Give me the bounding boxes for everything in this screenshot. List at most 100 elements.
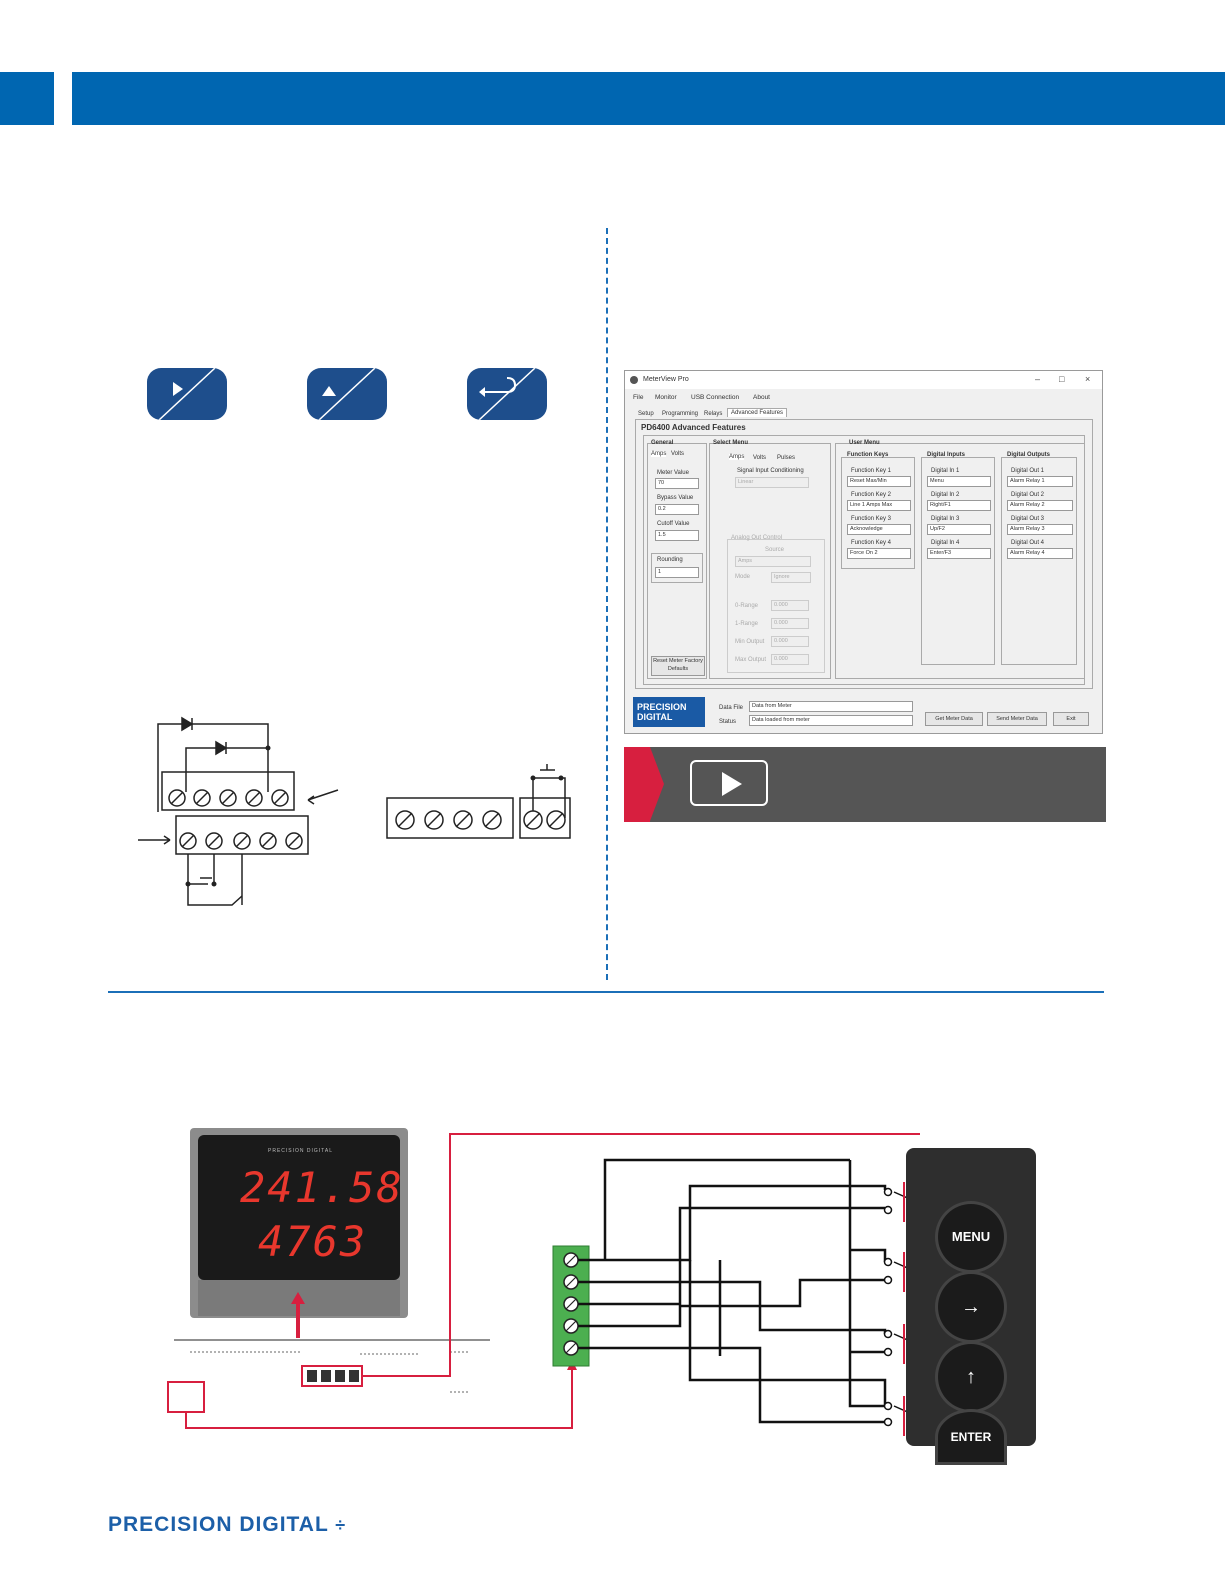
tab-advanced-features[interactable]: Advanced Features <box>727 408 788 417</box>
up-arrow-pushbutton-icon: ↑ <box>938 1344 1004 1410</box>
analog-row-field[interactable]: 0.000 <box>771 636 809 647</box>
select-menu-group <box>709 443 831 679</box>
footer-brand: PRECISION DIGITAL ÷ <box>108 1513 346 1537</box>
analog-row-field[interactable]: 0.000 <box>771 600 809 611</box>
section-divider <box>108 991 1104 993</box>
exit-button[interactable]: Exit <box>1053 712 1089 726</box>
function-key-select[interactable]: Acknowledge <box>847 524 911 535</box>
general-tab-amps[interactable]: Amps <box>651 451 667 457</box>
analog-row-label: 1-Range <box>735 621 759 627</box>
title-bar: MeterView Pro – □ × <box>625 371 1102 389</box>
signal-input-label: Signal Input Conditioning <box>737 468 804 474</box>
bypass-value-field[interactable]: 0.2 <box>655 504 699 515</box>
function-key-label: Function Key 3 <box>851 516 892 522</box>
logo-line-2: DIGITAL <box>637 712 673 722</box>
function-key-select[interactable]: Line 1 Amps Max <box>847 500 911 511</box>
analog-row-field[interactable]: 0.000 <box>771 618 809 629</box>
minimize-icon[interactable]: – <box>1035 374 1041 384</box>
video-banner[interactable] <box>624 747 1106 822</box>
digital-in-select[interactable]: Right/F1 <box>927 500 991 511</box>
function-key-select[interactable]: Reset Max/Min <box>847 476 911 487</box>
rounding-label: Rounding <box>657 557 683 563</box>
menu-file[interactable]: File <box>633 394 644 401</box>
cutoff-value-field[interactable]: 1.5 <box>655 530 699 541</box>
general-label: General <box>651 440 674 446</box>
close-icon[interactable]: × <box>1085 374 1091 384</box>
app-icon <box>630 376 638 384</box>
meter-value-field[interactable]: 70 <box>655 478 699 489</box>
pushbutton-station: MENU → ↑ ENTER <box>906 1148 1036 1462</box>
digital-in-label: Digital In 2 <box>931 492 960 498</box>
play-button-icon[interactable] <box>690 760 768 806</box>
data-file-label: Data File <box>719 705 744 711</box>
send-meter-data-button[interactable]: Send Meter Data <box>987 712 1047 726</box>
status-field: Data loaded from meter <box>749 715 913 726</box>
analog-row-label: Max Output <box>735 657 767 663</box>
footer-brand-text: PRECISION DIGITAL <box>108 1513 329 1536</box>
digital-out-label: Digital Out 1 <box>1011 468 1045 474</box>
maximize-icon[interactable]: □ <box>1059 374 1065 384</box>
rounding-select[interactable]: 1 <box>655 567 699 578</box>
function-key-select[interactable]: Force On 2 <box>847 548 911 559</box>
panel-heading: PD6400 Advanced Features <box>641 423 746 432</box>
digital-out-label: Digital Out 4 <box>1011 540 1045 546</box>
select-tab-amps[interactable]: Amps <box>729 454 745 460</box>
digital-out-select[interactable]: Alarm Relay 3 <box>1007 524 1073 535</box>
select-tab-pulses[interactable]: Pulses <box>777 455 796 461</box>
digital-out-select[interactable]: Alarm Relay 4 <box>1007 548 1073 559</box>
function-keys-group <box>841 457 915 569</box>
digital-io-wiring-diagram <box>138 716 339 906</box>
digital-in-select[interactable]: Enter/F3 <box>927 548 991 559</box>
enter-pushbutton: ENTER <box>938 1412 1004 1462</box>
digital-out-select[interactable]: Alarm Relay 2 <box>1007 500 1073 511</box>
digital-outputs-group <box>1001 457 1077 665</box>
digital-in-label: Digital In 1 <box>931 468 960 474</box>
general-tab-volts[interactable]: Volts <box>671 451 685 457</box>
meter-brand: PRECISION DIGITAL <box>268 1148 333 1154</box>
cutoff-value-label: Cutoff Value <box>657 521 690 527</box>
tab-setup[interactable]: Setup <box>638 411 654 417</box>
digital-out-label: Digital Out 2 <box>1011 492 1045 498</box>
source-label: Source <box>765 547 785 553</box>
relay-terminal-diagram <box>386 764 571 839</box>
meter-display-line-2: 4763 <box>258 1217 368 1266</box>
digital-in-select[interactable]: Menu <box>927 476 991 487</box>
digital-in-select[interactable]: Up/F2 <box>927 524 991 535</box>
mode-select[interactable]: Ignore <box>771 572 811 583</box>
precision-digital-logo: PRECISION DIGITAL <box>633 697 705 727</box>
digital-outputs-label: Digital Outputs <box>1007 452 1050 458</box>
logo-line-1: PRECISION <box>637 702 687 712</box>
bypass-value-label: Bypass Value <box>657 495 694 501</box>
menu-pushbutton: MENU <box>938 1204 1004 1270</box>
meter-face: PRECISION DIGITAL 241.58 4763 <box>198 1135 402 1280</box>
signal-input-select[interactable]: Linear <box>735 477 809 488</box>
get-meter-data-button[interactable]: Get Meter Data <box>925 712 983 726</box>
meter-value-label: Meter Value <box>657 470 689 476</box>
source-select[interactable]: Amps <box>735 556 811 567</box>
general-group <box>647 443 707 679</box>
header-bar-left <box>0 72 54 125</box>
column-divider <box>606 228 608 980</box>
reset-factory-defaults-button[interactable]: Reset Meter Factory Defaults <box>651 656 705 676</box>
digital-inputs-label: Digital Inputs <box>927 452 965 458</box>
function-key-label: Function Key 1 <box>851 468 892 474</box>
tab-relays[interactable]: Relays <box>704 411 723 417</box>
up-arrow-key-icon <box>307 368 387 420</box>
digital-out-select[interactable]: Alarm Relay 1 <box>1007 476 1073 487</box>
digital-in-label: Digital In 4 <box>931 540 960 546</box>
tab-programming[interactable]: Programming <box>662 411 699 417</box>
menu-about[interactable]: About <box>753 394 770 401</box>
user-menu-label: User Menu <box>849 440 880 446</box>
analog-row-label: Min Output <box>735 639 765 645</box>
menu-monitor[interactable]: Monitor <box>655 394 677 401</box>
analog-out-group <box>727 539 825 673</box>
select-tab-volts[interactable]: Volts <box>753 455 767 461</box>
digital-out-label: Digital Out 3 <box>1011 516 1045 522</box>
menu-usb-connection[interactable]: USB Connection <box>691 394 740 401</box>
data-file-field: Data from Meter <box>749 701 913 712</box>
function-keys-label: Function Keys <box>847 452 889 458</box>
function-key-label: Function Key 2 <box>851 492 892 498</box>
digital-inputs-group <box>921 457 995 665</box>
analog-row-field[interactable]: 0.000 <box>771 654 809 665</box>
mode-label: Mode <box>735 574 751 580</box>
